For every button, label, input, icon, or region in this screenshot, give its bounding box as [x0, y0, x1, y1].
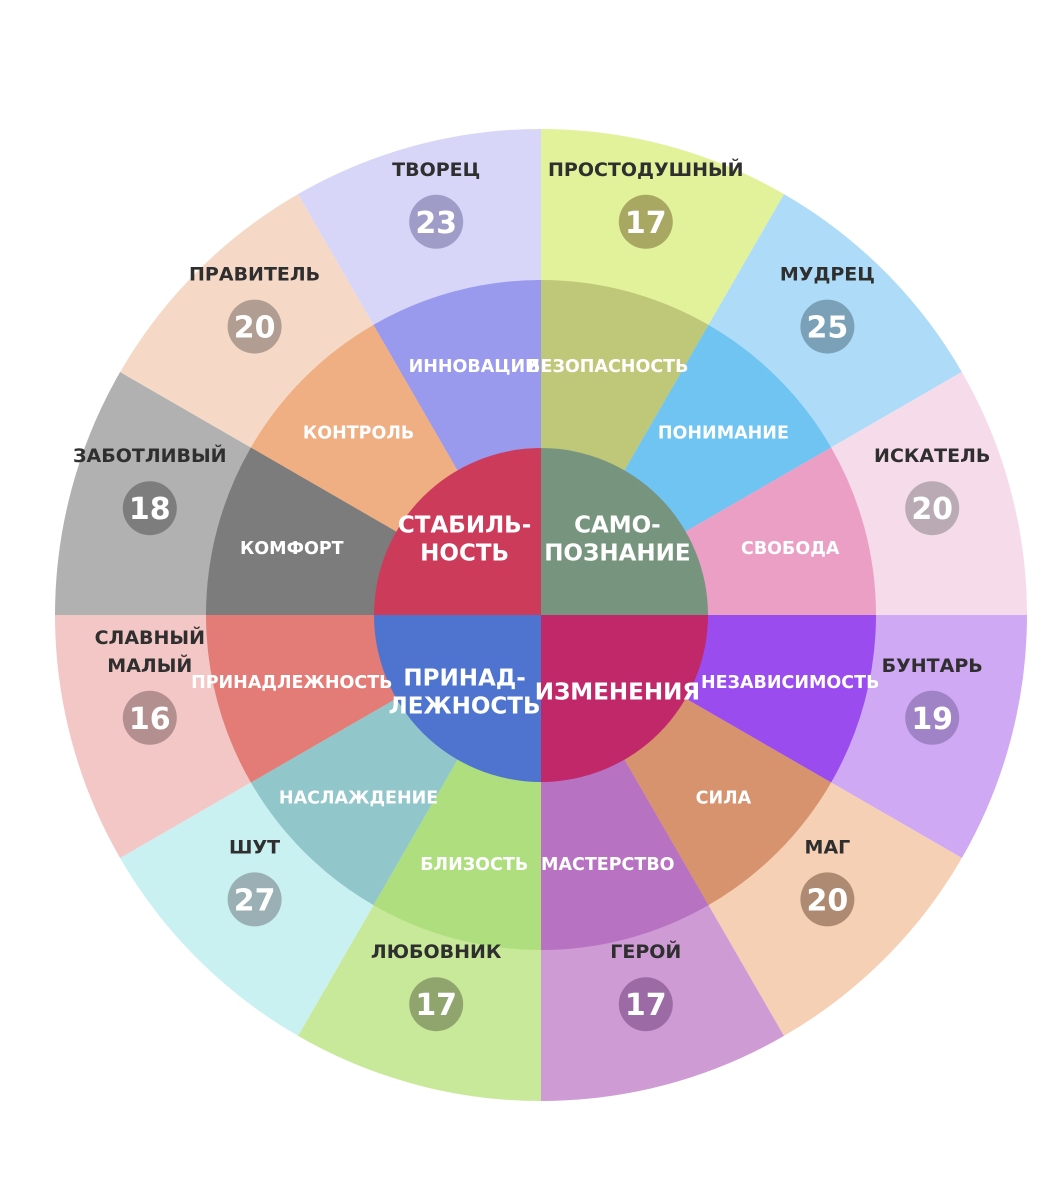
quadrant-label: НОСТЬ [420, 541, 509, 567]
archetype-name: МАГ [805, 836, 851, 858]
value-label: ИННОВАЦИИ [409, 357, 540, 377]
count-badge [618, 194, 673, 249]
inner-quadrant-1 [541, 448, 708, 615]
archetype-count: 17 [625, 206, 667, 241]
quadrant-label: СТАБИЛЬ- [398, 513, 531, 539]
archetype-name: ШУТ [229, 836, 280, 858]
value-label: БЕЗОПАСНОСТЬ [527, 357, 688, 377]
value-label: МАСТЕРСТВО [541, 855, 675, 875]
count-badge [618, 977, 673, 1032]
archetype-name: МАЛЫЙ [107, 654, 192, 677]
value-label: КОНТРОЛЬ [303, 424, 414, 444]
count-badge [800, 872, 855, 927]
inner-quadrant-4 [374, 448, 541, 615]
inner-circle [374, 448, 708, 782]
count-badge [800, 299, 855, 354]
wheel-labels: ПРОСТОДУШНЫЙ17БЕЗОПАСНОСТЬМУДРЕЦ25ПОНИМА… [73, 158, 990, 1032]
quadrant-label: ПРИНАД- [403, 665, 525, 691]
count-badge [227, 299, 282, 354]
archetype-count: 20 [234, 311, 276, 346]
count-badge [905, 690, 960, 745]
archetype-count: 23 [415, 206, 457, 241]
value-label: НЕЗАВИСИМОСТЬ [701, 673, 879, 693]
archetype-name: ИСКАТЕЛЬ [874, 445, 990, 467]
archetype-count: 27 [234, 883, 276, 918]
archetype-name: ГЕРОЙ [610, 940, 681, 963]
quadrant-label: САМО- [574, 513, 661, 539]
value-label: СВОБОДА [741, 539, 840, 559]
quadrant-label: ПОЗНАНИЕ [544, 541, 690, 567]
inner-quadrant-2 [541, 615, 708, 782]
archetype-count: 25 [807, 311, 849, 346]
count-badge [409, 977, 464, 1032]
quadrant-label: ЛЕЖНОСТЬ [389, 693, 541, 719]
archetype-name: БУНТАРЬ [882, 655, 983, 677]
archetype-name: ЗАБОТЛИВЫЙ [73, 444, 227, 467]
archetype-name: ЛЮБОВНИК [371, 941, 502, 963]
archetype-name: СЛАВНЫЙ [95, 626, 205, 649]
count-badge [227, 872, 282, 927]
archetype-count: 20 [807, 883, 849, 918]
inner-quadrant-3 [374, 615, 541, 782]
quadrant-label: ИЗМЕНЕНИЯ [535, 679, 700, 705]
archetype-count: 17 [415, 988, 457, 1023]
archetype-name: МУДРЕЦ [780, 264, 875, 286]
count-badge [122, 690, 177, 745]
archetype-name: ПРАВИТЕЛЬ [189, 264, 320, 286]
value-label: БЛИЗОСТЬ [420, 855, 528, 875]
count-badge [409, 194, 464, 249]
archetype-count: 16 [129, 702, 171, 737]
archetype-count: 17 [625, 988, 667, 1023]
count-badge [905, 481, 960, 536]
archetype-count: 18 [129, 492, 171, 527]
value-label: КОМФОРТ [240, 539, 344, 559]
value-label: ПОНИМАНИЕ [658, 424, 789, 444]
archetype-name: ТВОРЕЦ [392, 159, 480, 181]
archetype-count: 20 [911, 492, 953, 527]
value-label: НАСЛАЖДЕНИЕ [279, 788, 438, 808]
count-badge [122, 481, 177, 536]
value-label: СИЛА [696, 788, 752, 808]
value-label: ПРИНАДЛЕЖНОСТЬ [191, 673, 392, 693]
archetype-count: 19 [911, 702, 953, 737]
archetype-name: ПРОСТОДУШНЫЙ [548, 158, 744, 181]
